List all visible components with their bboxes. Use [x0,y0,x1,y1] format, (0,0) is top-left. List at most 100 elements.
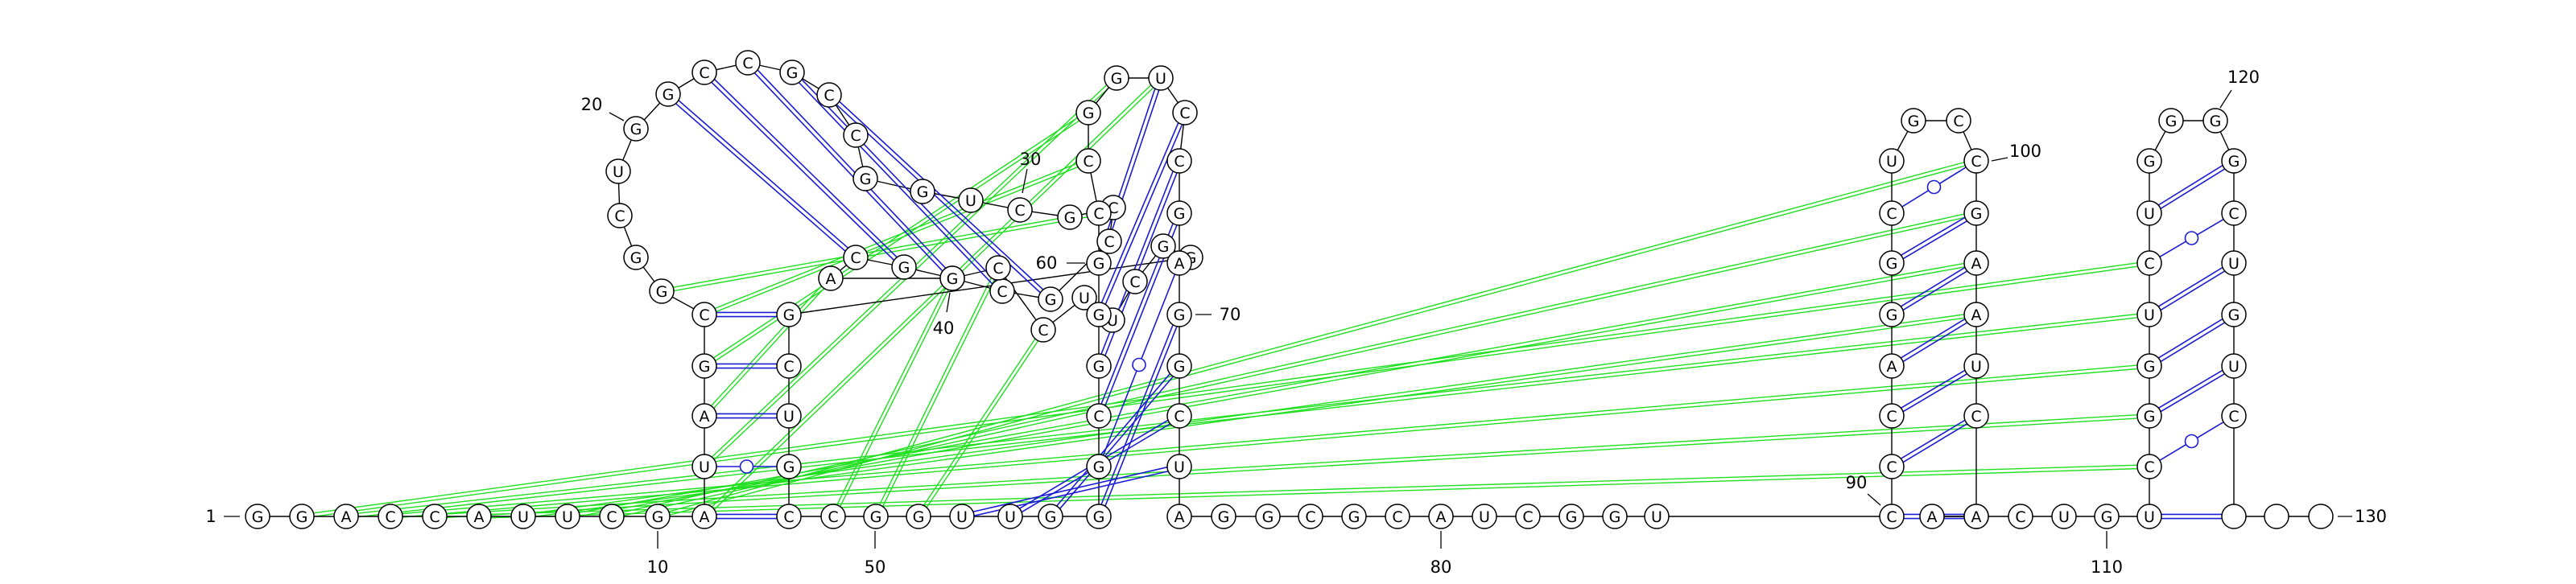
nucleotide-letter: G [1908,113,1920,130]
nucleotide-letter: C [1083,153,1093,171]
pseudoknot-link [705,279,833,417]
pseudoknot-link [703,110,1088,365]
nucleotide: A [1919,504,1945,529]
position-label: 40 [933,319,955,338]
nucleotide: G [1086,302,1112,327]
pseudoknot-link [479,467,2150,519]
wobble-pair-marker [739,459,754,474]
nucleotide-letter: G [1174,358,1186,376]
nucleotide: A [1166,504,1192,529]
nucleotide: U [2221,250,2247,276]
nucleotide-letter: U [518,508,529,526]
nucleotide: U [997,504,1023,529]
pseudoknot-link [658,162,1977,519]
pseudoknot-link [703,158,1088,314]
position-label: 10 [647,557,669,577]
pseudoknot-link [390,367,2150,519]
nucleotide-letter: G [296,508,308,526]
nucleotide: C [1515,504,1541,529]
pseudoknot-link [704,162,1090,317]
pseudoknot-link [657,158,1976,516]
nucleotide: G [2221,148,2247,174]
nucleotide: A [333,504,359,529]
nucleotide: G [1086,353,1112,379]
nucleotide: A [1963,250,1989,276]
nucleotide: U [1472,504,1497,529]
nucleotide: G [1075,100,1101,125]
base-pair-line [711,81,895,261]
base-pair-line [753,72,943,272]
nucleotide-letter: G [2144,408,2156,426]
base-pair-line [2160,270,2225,311]
nucleotide: C [1879,504,1905,529]
nucleotide-letter: G [2144,153,2156,171]
nucleotide: G [2202,108,2228,134]
base-pair-line [2158,266,2223,307]
nucleotide-letter: G [252,508,264,526]
base-pair-line [757,69,947,269]
nucleotide-letter: G [630,249,642,267]
position-label: 80 [1430,557,1452,577]
nucleotide [2221,504,2247,529]
nucleotide: G [1057,204,1083,230]
pseudoknot-link [877,268,1001,518]
position-tick [609,112,625,121]
nucleotide-letter: C [1174,153,1184,171]
nucleotide: G [863,504,889,529]
nucleotide: C [2136,250,2162,276]
nucleotide: G [691,353,717,379]
nucleotide-letter: C [1971,408,1981,426]
nucleotide-letter: G [652,508,664,526]
nucleotide: G [1558,504,1584,529]
base-pair-line [1902,423,1967,463]
position-label: 70 [1220,305,1241,324]
nucleotide-letter: C [824,87,834,105]
wobble-pair-marker [1132,357,1146,372]
position-tick [1867,493,1881,506]
nucleotide-letter: U [965,192,976,210]
nucleotide-letter: G [1262,508,1274,526]
nucleotide: U [1644,504,1670,529]
nucleotide: G [1150,233,1176,259]
nucleotide-letter: A [341,508,352,526]
nucleotide: U [1148,65,1174,91]
base-pair-line [1059,376,1174,509]
nucleotide: G [1255,504,1281,529]
nucleotide-letter: G [2165,113,2178,130]
base-pair-line [1901,419,1966,459]
base-pair-line [1902,220,1967,260]
pseudoknot-layer [301,76,2150,519]
nucleotide: G [1104,65,1129,91]
nucleotide-letter: U [562,508,573,526]
nucleotide-letter: C [699,64,709,82]
nucleotide-letter: C [2228,408,2239,426]
nucleotide-letter: G [1971,205,1983,223]
nucleotide-letter: G [2228,153,2240,171]
nucleotide: C [2136,454,2162,479]
nucleotide-letter: C [1038,322,1048,339]
nucleotide-letter: A [1971,508,1982,526]
nucleotide: G [1086,504,1112,529]
nucleotide-letter: C [850,249,861,267]
nucleotide-letter: A [1174,508,1185,526]
nucleotide-letter: C [783,508,794,526]
nucleotide: G [1602,504,1628,529]
backbone-segment [788,257,1191,315]
nucleotide-letter: U [1079,290,1090,307]
nucleotide-letter: C [1179,105,1190,122]
nucleotide: G [910,179,935,204]
base-pair-line [675,103,846,252]
position-tick [1022,168,1028,194]
nucleotide: G [2136,148,2162,174]
nucleotide: U [1071,285,1097,311]
nucleotide-letter: G [898,259,910,277]
base-pair-line [1902,373,1967,413]
nucleotide: G [289,504,315,529]
nucleotide-letter: G [1158,238,1170,256]
pseudoknot-link [916,328,1042,516]
nucleotide-letter: C [1174,408,1184,426]
nucleotide-letter: U [1155,70,1166,88]
pseudoknot-link [301,261,2149,516]
pseudoknot-link [611,211,1976,516]
nucleotide: G [1341,504,1367,529]
